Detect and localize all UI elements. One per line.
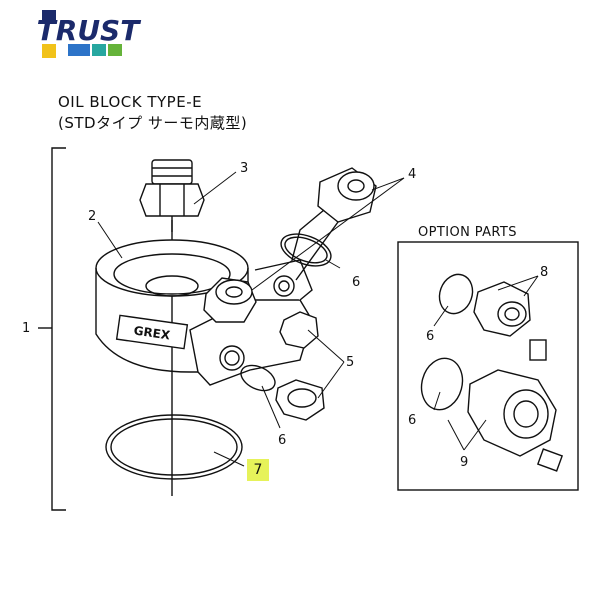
callout-3: 3: [240, 161, 248, 176]
callout-2: 2: [88, 209, 96, 224]
option-parts-box: [397, 241, 579, 491]
o-ring-upper-part-6: [280, 233, 332, 267]
callout-8: 8: [540, 265, 548, 280]
banjo-fitting-lower-part-4: [203, 277, 257, 323]
callout-6-lower: 6: [278, 433, 286, 448]
title-line-2: (STDタイプ サーモ内蔵型): [58, 114, 248, 132]
option-adapter-part-9: [420, 339, 564, 472]
option-o-ring-lower: [420, 357, 464, 411]
option-parts-title: OPTION PARTS: [418, 225, 517, 240]
logo-square-navy: [42, 10, 56, 24]
callout-9: 9: [460, 455, 468, 470]
logo-square-blue: [68, 44, 90, 56]
callout-6-upper: 6: [352, 275, 360, 290]
option-nipple-top: [529, 339, 547, 361]
logo-square-green: [108, 44, 122, 56]
callout-5: 5: [346, 355, 354, 370]
oil-block-body-part-2: GREX: [95, 239, 313, 386]
o-ring-lower-part-6: [240, 364, 276, 392]
logo-wordmark: TRUST: [37, 14, 142, 47]
option-leader-lines: [433, 275, 539, 451]
option-nipple-bottom: [536, 448, 564, 472]
sensor-fitting-part-3: [139, 159, 205, 232]
callout-6-option-lower: 6: [408, 413, 416, 428]
o-ring-large-inner: [110, 418, 238, 476]
callout-7-highlight: [247, 459, 269, 481]
callout-7: 7: [253, 462, 263, 478]
plug-bolt-lower-part-5: [275, 379, 325, 421]
title-line-1: OIL BLOCK TYPE-E: [58, 93, 203, 111]
diagram-title: OIL BLOCK TYPE-E (STDタイプ サーモ内蔵型): [58, 92, 247, 134]
callout-6-option-upper: 6: [426, 329, 434, 344]
logo-square-teal: [92, 44, 106, 56]
trust-logo: TRUST: [37, 10, 142, 58]
o-ring-upper-inner: [284, 236, 328, 264]
option-fitting-part-8: [438, 273, 531, 337]
callout-1: 1: [22, 321, 30, 336]
grex-badge: GREX: [133, 324, 172, 343]
o-ring-large-part-7: [105, 414, 243, 480]
banjo-fitting-upper-part-4: [291, 167, 377, 281]
plug-bolt-upper-part-5: [279, 311, 319, 349]
logo-square-yellow: [42, 44, 56, 58]
callout-4: 4: [408, 167, 416, 182]
option-o-ring-upper: [438, 273, 474, 315]
leader-lines: [97, 171, 405, 467]
assembly-bracket: [38, 147, 66, 511]
